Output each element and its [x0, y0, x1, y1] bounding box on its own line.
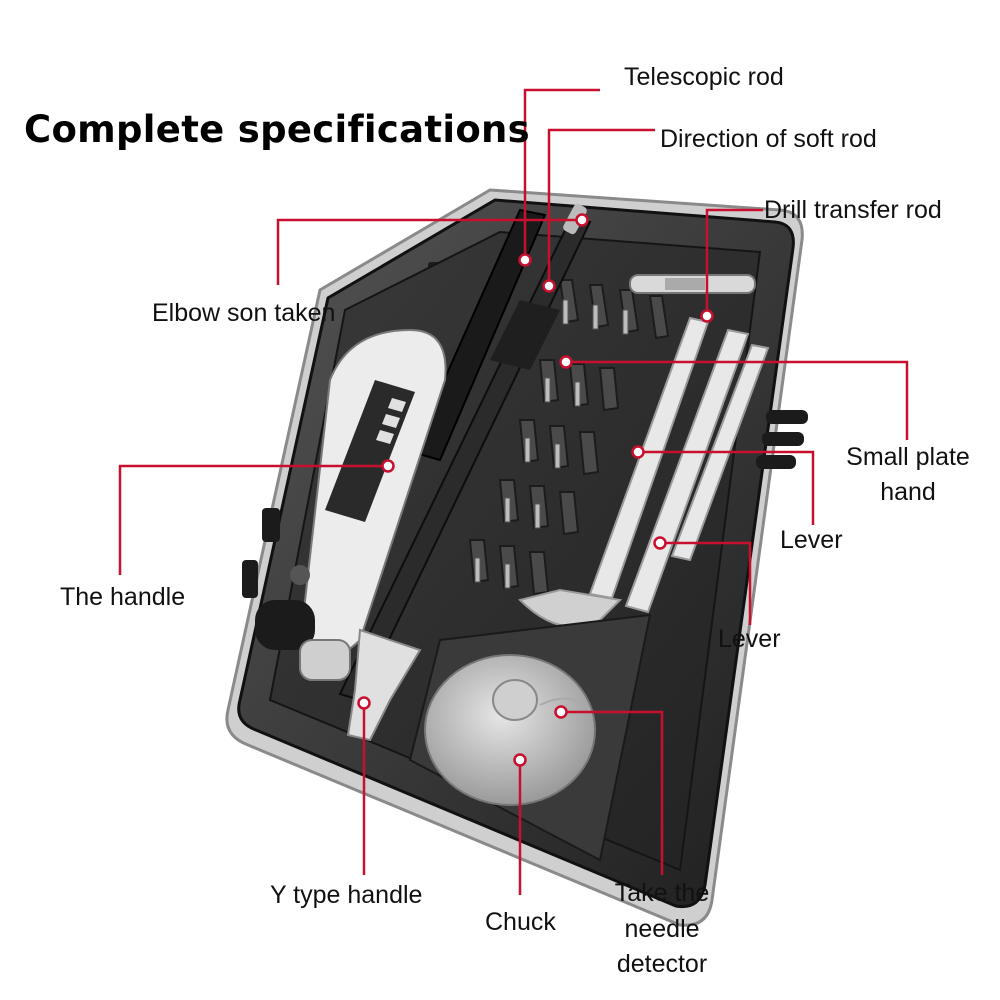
- label-direction-soft-rod: Direction of soft rod: [660, 125, 877, 153]
- label-lever-upper: Lever: [780, 526, 843, 554]
- leader-telescopic-rod: [523, 88, 600, 260]
- label-lever-lower: Lever: [718, 625, 781, 653]
- leader-elbow: [276, 218, 582, 285]
- label-small-plate-hand: Small plate hand: [826, 440, 990, 510]
- label-drill-transfer-rod: Drill transfer rod: [764, 196, 942, 224]
- leader-soft-rod: [547, 128, 655, 286]
- bits: [474, 299, 629, 589]
- y-handle: [299, 628, 422, 742]
- leader-handle: [118, 464, 388, 575]
- leader-lines: [118, 88, 909, 895]
- label-telescopic-rod: Telescopic rod: [624, 63, 784, 91]
- leader-small-plate: [566, 360, 909, 440]
- leader-needle: [561, 710, 664, 875]
- label-small-plate-hand-line2: hand: [880, 478, 936, 506]
- screwdriver-handle: [255, 208, 547, 658]
- leader-drill-rod: [705, 208, 763, 316]
- callout-dots: [357, 213, 714, 767]
- label-needle-detector: Take the needle detector: [592, 876, 732, 983]
- label-needle-detector-line1: Take the: [614, 879, 710, 907]
- label-elbow-son-taken: Elbow son taken: [152, 299, 336, 327]
- label-chuck: Chuck: [485, 908, 556, 936]
- label-small-plate-hand-line1: Small plate: [846, 443, 970, 471]
- leader-lever-upper: [638, 450, 815, 525]
- drill-transfer-rod: [629, 274, 756, 294]
- label-needle-detector-line2: needle: [624, 914, 700, 943]
- page-title: Complete specifications: [24, 108, 531, 151]
- label-y-type-handle: Y type handle: [270, 881, 423, 909]
- leader-lever-lower: [660, 541, 752, 625]
- lower-compartment: [408, 613, 652, 862]
- label-needle-detector-line3: detector: [616, 950, 708, 978]
- bit-holders: [468, 279, 670, 596]
- label-the-handle: The handle: [60, 583, 186, 611]
